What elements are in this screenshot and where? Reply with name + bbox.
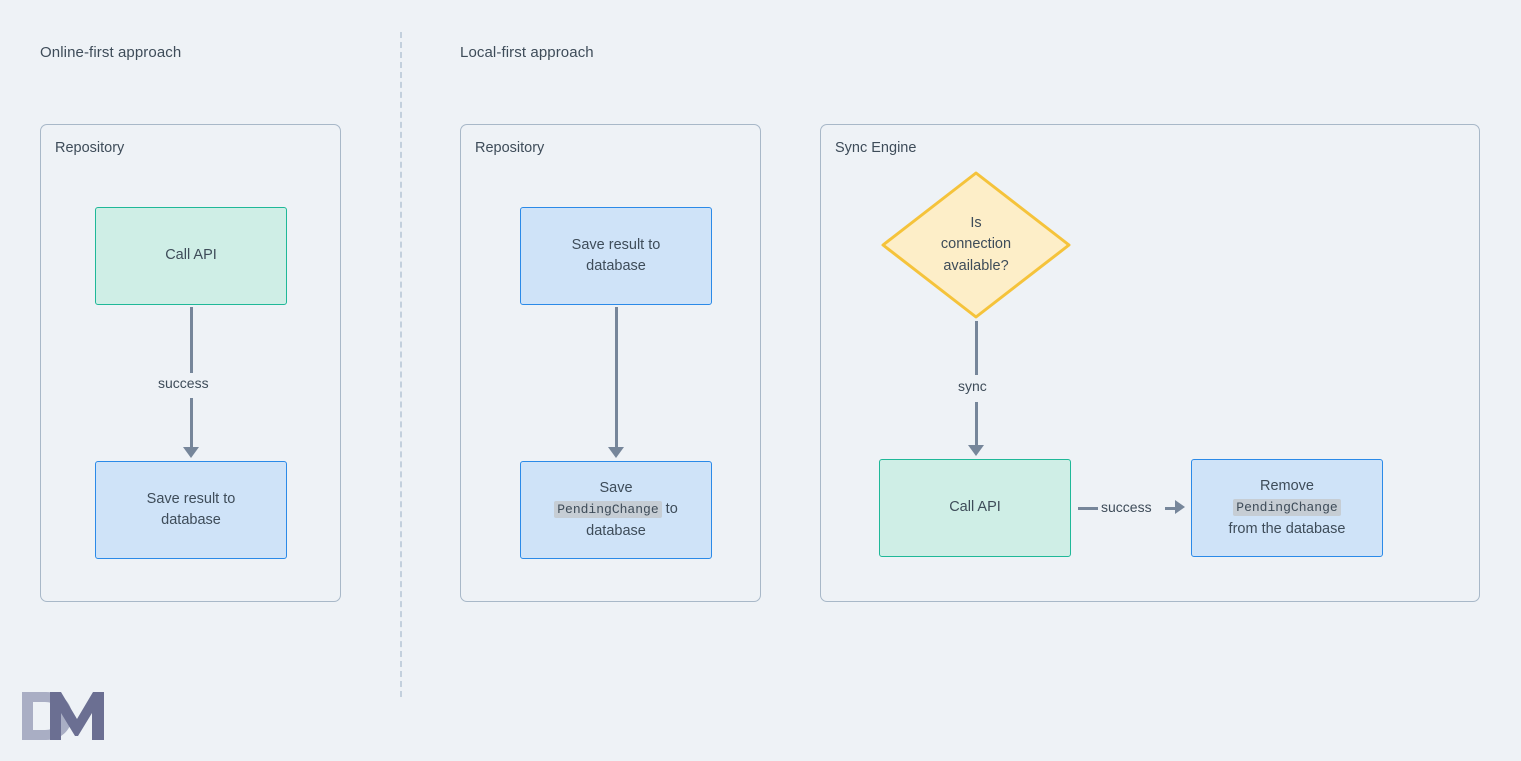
node-label-call-api: Call API — [165, 247, 217, 264]
node-label-call-api: Call API — [949, 499, 1001, 516]
node-label-save-result-line1: Save result to — [146, 490, 236, 507]
node-label-remove-line1: Remove — [1260, 478, 1314, 495]
node-save-result-local-first[interactable]: Save result to database — [520, 207, 712, 305]
column-title-online-first: Online-first approach — [40, 44, 182, 61]
group-label-sync-engine: Sync Engine — [835, 140, 917, 156]
column-divider — [400, 32, 402, 697]
connector-line-sync-upper — [974, 321, 978, 375]
group-label-repository-local-first: Repository — [475, 140, 545, 156]
connector-line-sync-lower — [974, 402, 978, 447]
connector-line-success-lower — [189, 398, 193, 449]
connector-line-success-sync-left — [1078, 506, 1098, 510]
code-chip-pending-change: PendingChange — [554, 501, 662, 519]
node-label-save-pending-line1: Save — [599, 480, 633, 497]
node-save-pending-change[interactable]: Save PendingChange to database — [520, 461, 712, 559]
column-title-local-first: Local-first approach — [460, 44, 594, 61]
node-save-result-online-first[interactable]: Save result to database — [95, 461, 287, 559]
node-call-api-online-first[interactable]: Call API — [95, 207, 287, 305]
node-label-save-result-line1: Save result to — [571, 236, 661, 253]
node-label-save-result-line2: database — [161, 512, 221, 528]
group-sync-engine — [820, 124, 1480, 602]
node-label-remove-line3: from the database — [1228, 520, 1346, 537]
connector-line-local-first — [614, 307, 618, 449]
connector-line-success-sync-right — [1165, 506, 1175, 510]
group-repository-online-first — [40, 124, 341, 602]
node-label-save-pending-after-code: to — [661, 501, 678, 518]
edge-label-sync: sync — [955, 378, 990, 394]
dm-logo-icon — [22, 692, 104, 740]
arrowhead-local-first — [607, 447, 624, 458]
node-label-remove-line2: PendingChange — [1233, 497, 1341, 518]
code-chip-pending-change: PendingChange — [1233, 499, 1341, 517]
connector-line-success-upper — [189, 307, 193, 373]
arrowhead-success-sync-engine — [1175, 500, 1185, 514]
group-repository-local-first — [460, 124, 761, 602]
node-label-is-connection-available: Is connection available? — [940, 215, 1012, 274]
node-label-save-result-line2: database — [586, 258, 646, 274]
dm-logo — [20, 690, 106, 742]
node-decision-is-connection-available[interactable]: Is connection available? — [880, 170, 1072, 320]
edge-label-success-sync-engine: success — [1098, 499, 1155, 515]
arrowhead-success-online-first — [182, 447, 199, 458]
arrowhead-sync — [967, 445, 984, 456]
edge-label-success-online-first: success — [155, 375, 212, 391]
node-call-api-sync-engine[interactable]: Call API — [879, 459, 1071, 557]
diamond-shape-icon — [881, 171, 1071, 319]
node-label-save-pending-line2: PendingChange to — [554, 499, 678, 520]
group-label-repository-online-first: Repository — [55, 140, 125, 156]
node-remove-pending-change[interactable]: Remove PendingChange from the database — [1191, 459, 1383, 557]
node-label-save-pending-line3: database — [586, 522, 646, 539]
